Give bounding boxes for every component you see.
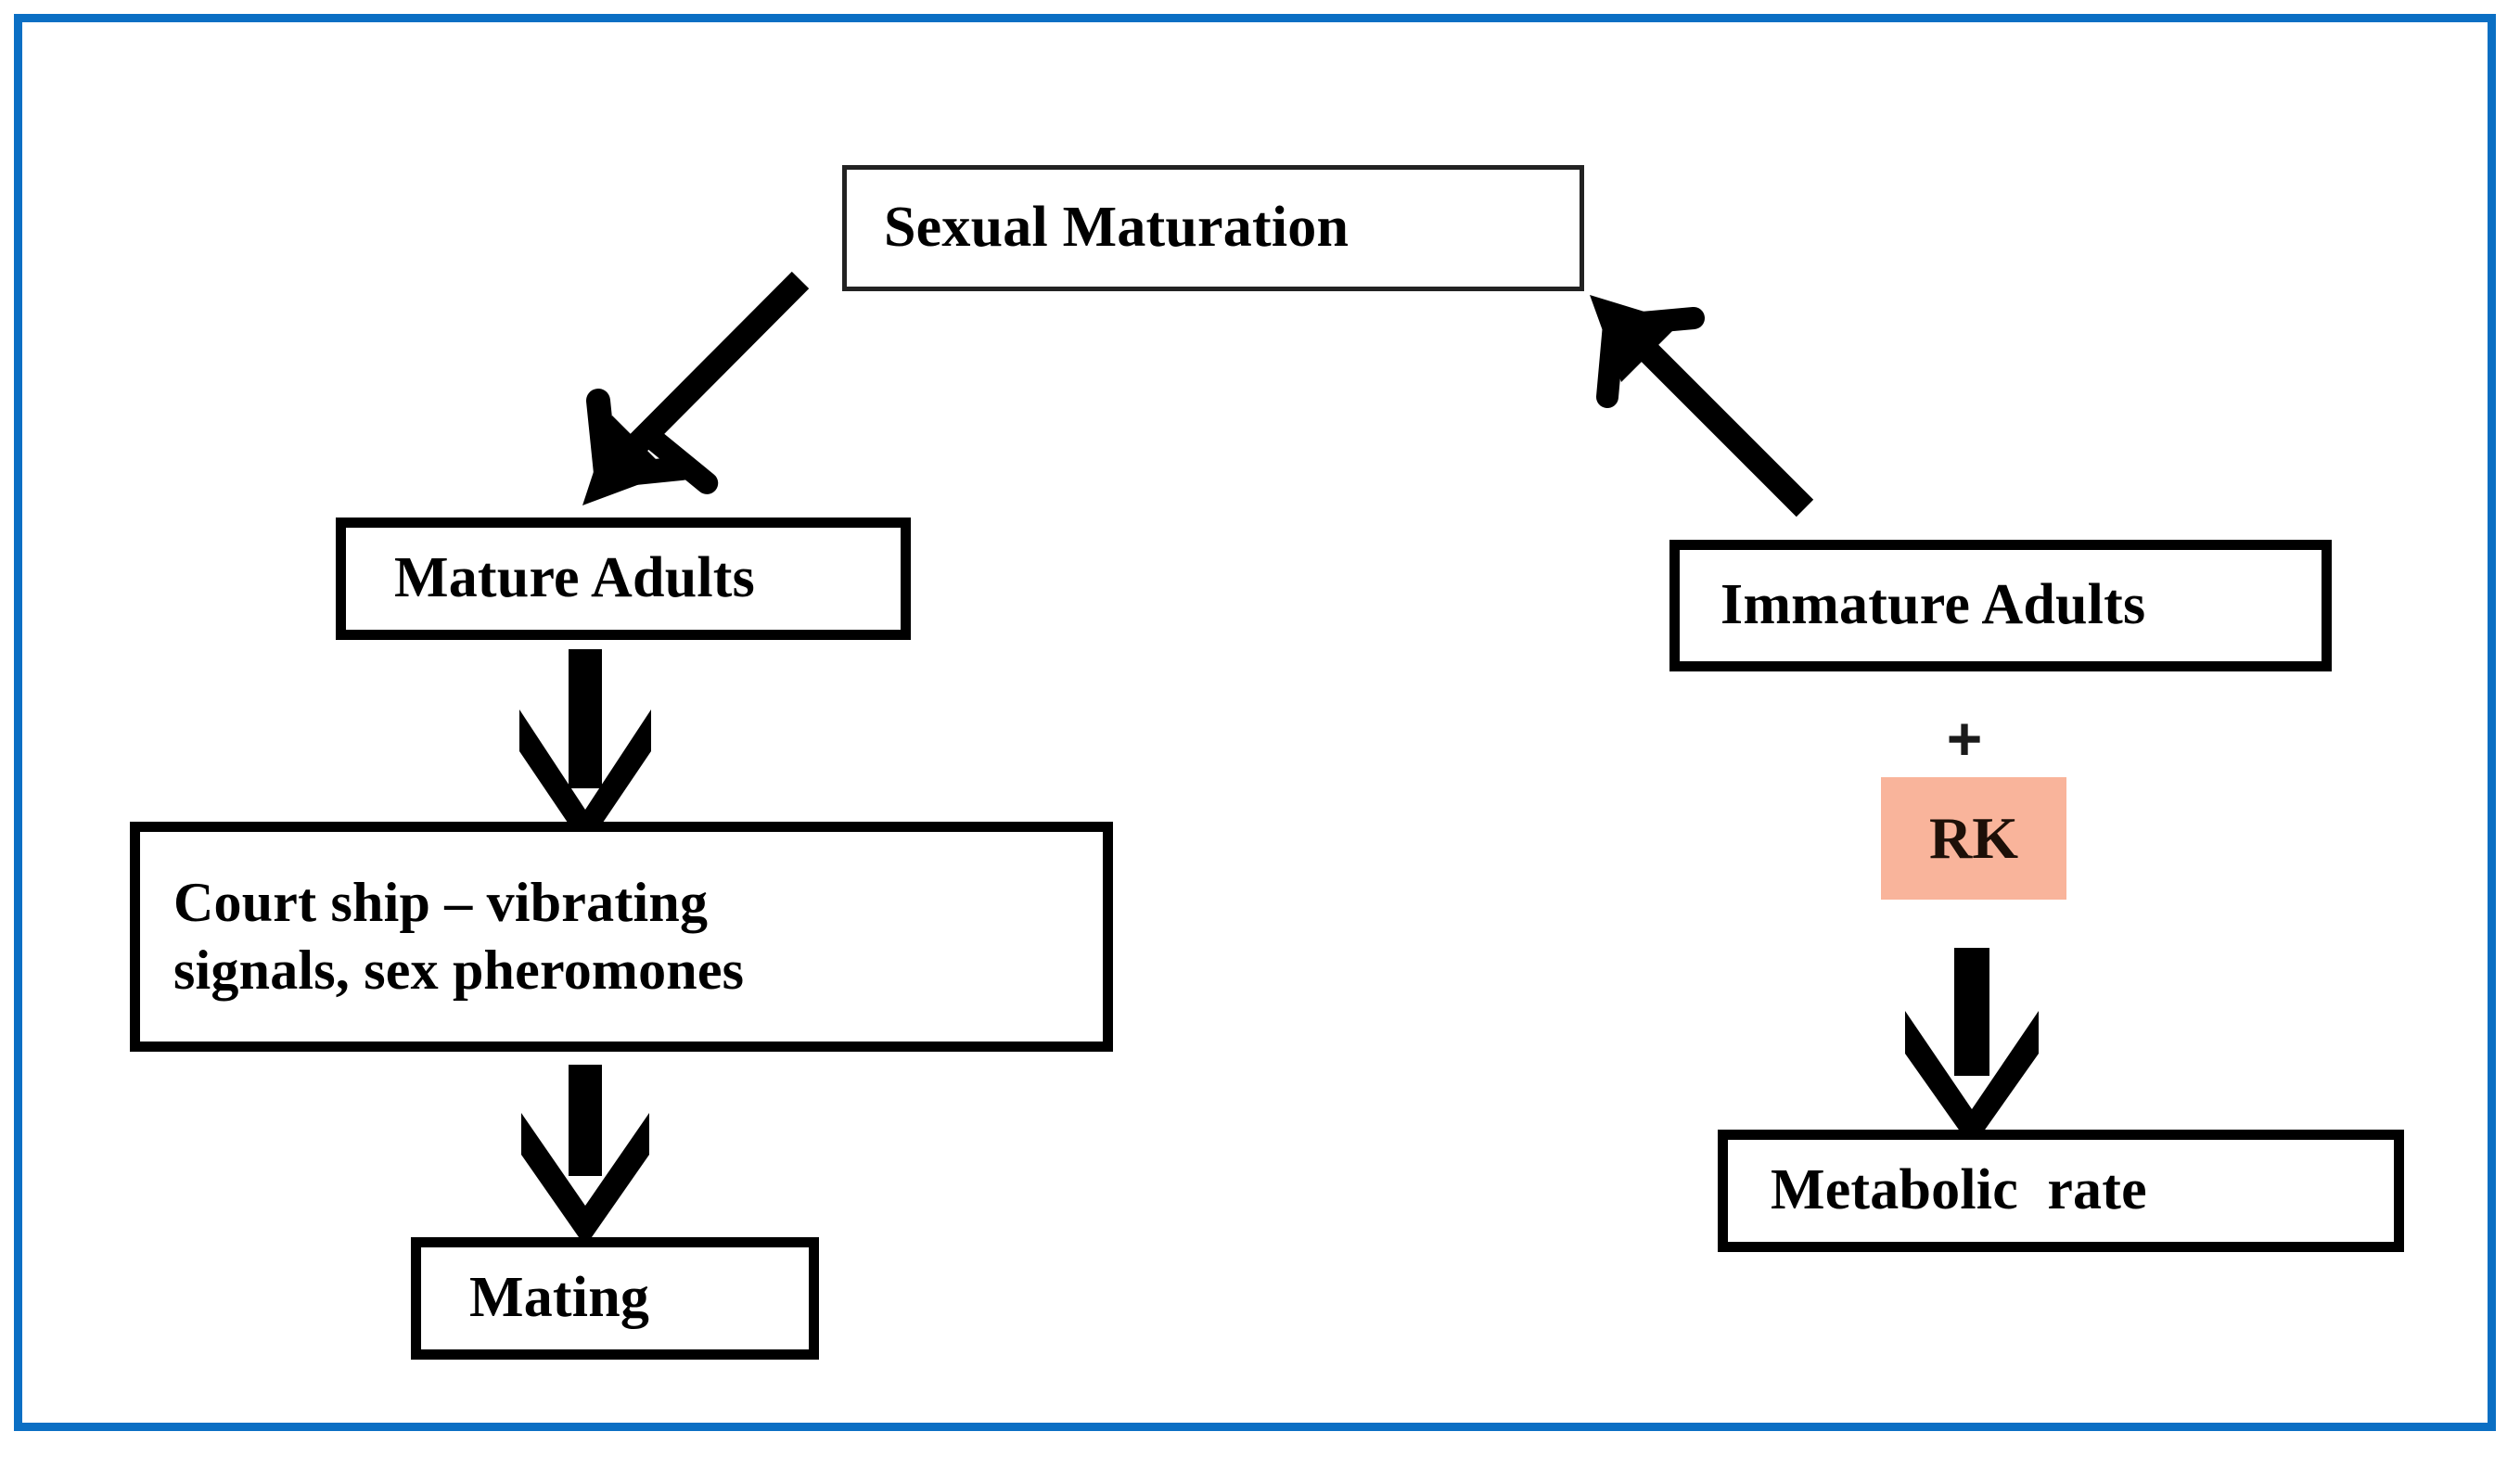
node-immature-adults-label: Immature Adults [1721, 573, 2146, 637]
node-courtship-label: Court ship – vibrating signals, sex pher… [173, 871, 745, 1001]
plus-sign: + [1946, 704, 1983, 773]
node-mature-adults[interactable]: Mature Adults [336, 518, 911, 640]
node-mating-label: Mating [469, 1266, 650, 1330]
node-sexual-maturation-label: Sexual Maturation [884, 196, 1350, 260]
node-rk-label: RK [1929, 805, 2018, 871]
node-sexual-maturation[interactable]: Sexual Maturation [842, 165, 1584, 291]
node-mating[interactable]: Mating [411, 1237, 819, 1360]
node-metabolic-rate[interactable]: Metabolic rate [1718, 1130, 2404, 1252]
node-metabolic-rate-label: Metabolic rate [1771, 1158, 2147, 1222]
node-courtship[interactable]: Court ship – vibrating signals, sex pher… [130, 822, 1113, 1052]
node-rk-highlight[interactable]: RK [1881, 777, 2066, 900]
node-mature-adults-label: Mature Adults [394, 546, 755, 610]
node-immature-adults[interactable]: Immature Adults [1669, 540, 2332, 671]
